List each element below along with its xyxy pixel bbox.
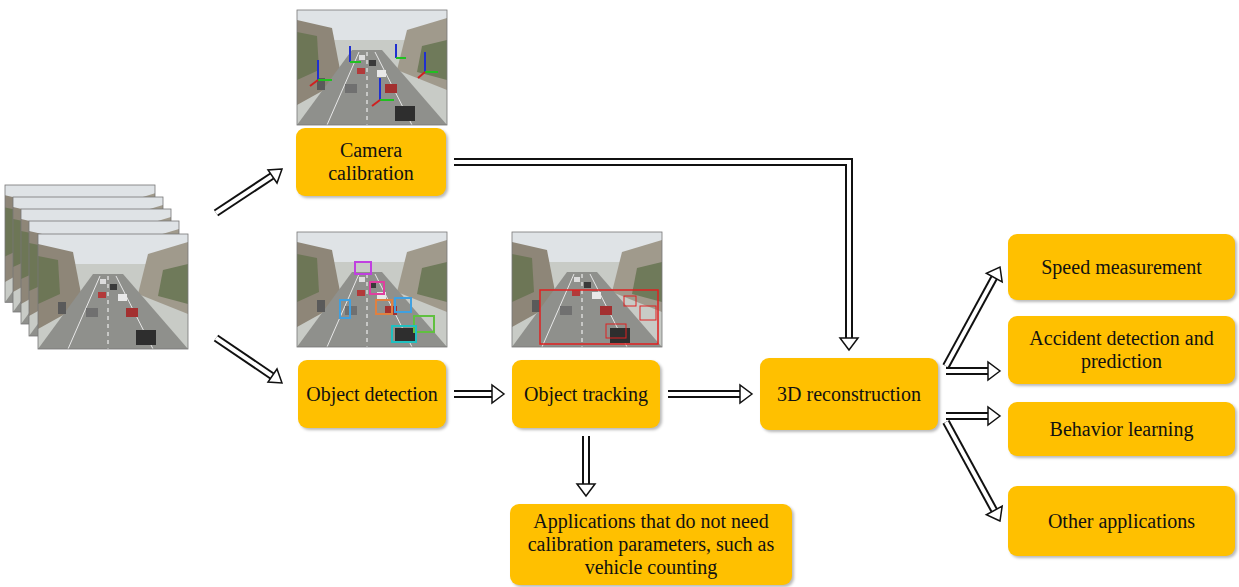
input-arrow — [216, 169, 282, 213]
process-box: Accident detection and prediction — [1008, 316, 1235, 384]
tracking-image — [512, 232, 662, 347]
box-label: Camera calibration — [304, 139, 438, 185]
process-box: Object detection — [298, 360, 446, 428]
detection-image — [297, 232, 447, 347]
process-box: Behavior learning — [1008, 402, 1235, 456]
calibration-image — [297, 10, 447, 125]
input-arrow — [216, 338, 282, 383]
box-label: Object detection — [306, 383, 438, 406]
process-box: Object tracking — [512, 360, 660, 428]
box-label: Speed measurement — [1041, 256, 1202, 279]
flow-arrow — [454, 385, 504, 403]
box-label: Object tracking — [524, 383, 648, 406]
flow-arrow — [454, 162, 858, 350]
flow-arrow — [668, 385, 752, 403]
flow-arrow — [946, 407, 1000, 425]
box-label: Other applications — [1048, 510, 1195, 533]
box-label: Applications that do not need calibratio… — [518, 510, 784, 579]
process-box: Other applications — [1008, 486, 1235, 556]
flow-arrow — [577, 436, 595, 496]
flow-arrow — [946, 362, 1000, 380]
box-label: Behavior learning — [1050, 418, 1194, 441]
process-box: Camera calibration — [296, 128, 446, 196]
process-box: 3D reconstruction — [760, 358, 938, 430]
process-box: Speed measurement — [1008, 234, 1235, 300]
flow-arrow — [946, 267, 1002, 366]
input-frame-stack — [5, 185, 188, 349]
process-box: Applications that do not need calibratio… — [510, 504, 792, 585]
box-label: Accident detection and prediction — [1016, 327, 1227, 373]
flow-arrow — [946, 422, 1002, 521]
box-label: 3D reconstruction — [777, 383, 921, 406]
